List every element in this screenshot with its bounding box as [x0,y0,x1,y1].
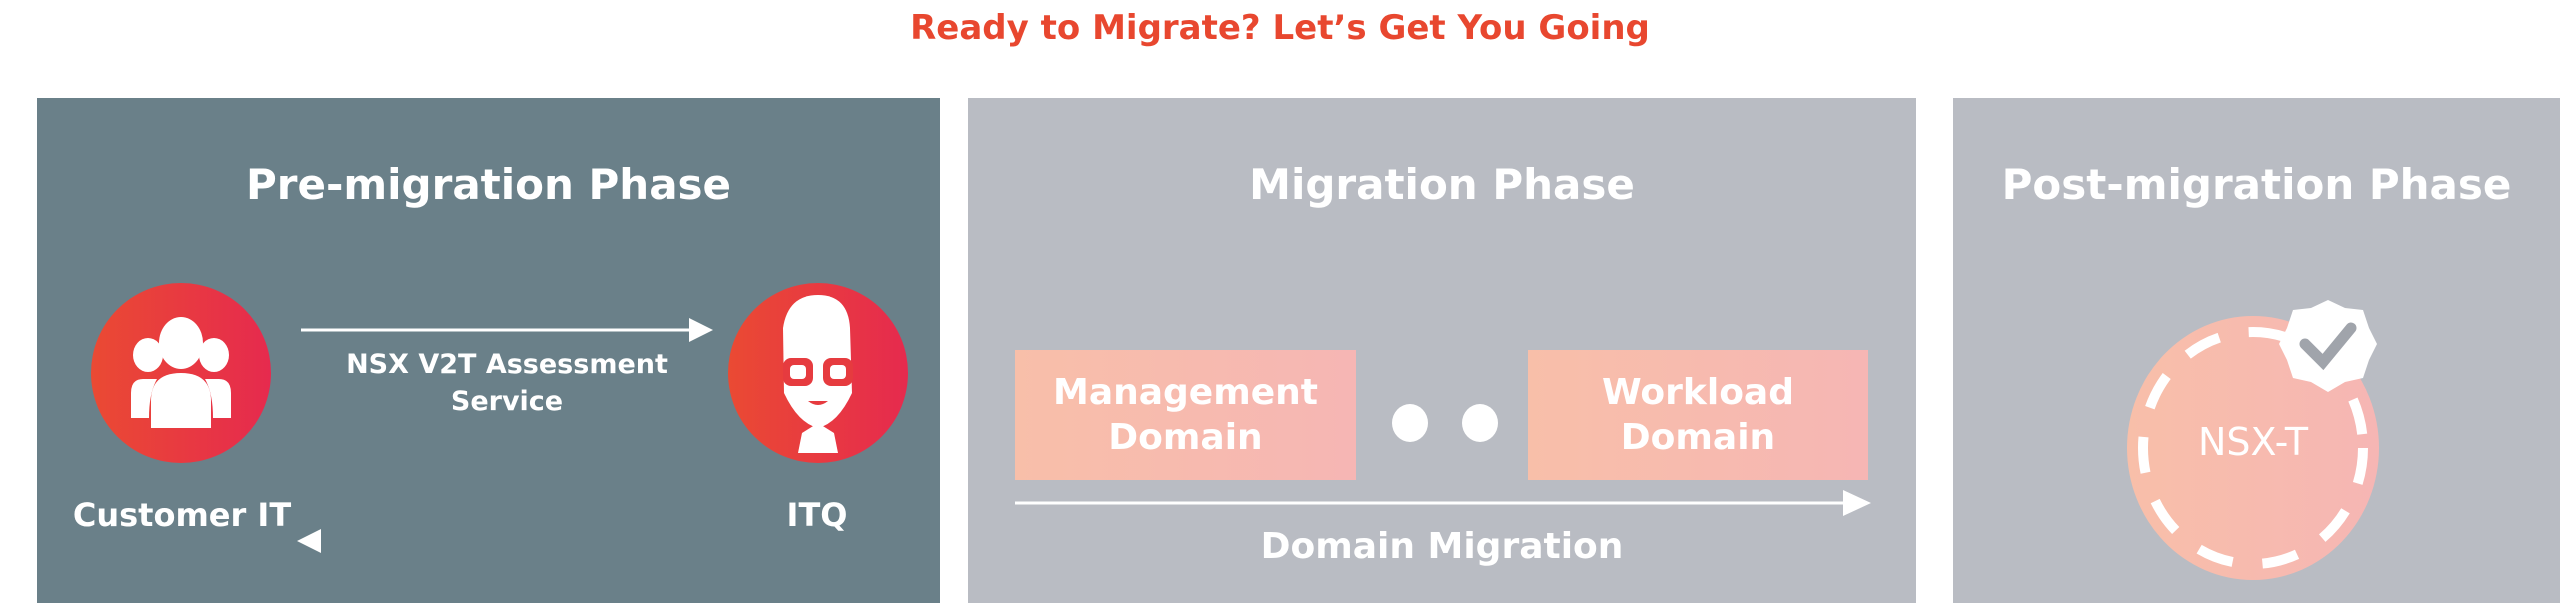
arrow-left-head-icon [297,529,321,553]
ellipsis-dot [1462,404,1498,442]
itq-avatar [728,283,908,463]
service-label: NSX V2T Assessment Service [297,346,717,420]
nsx-t-badge [2127,300,2379,580]
domain-migration-label: Domain Migration [1260,526,1624,567]
ellipsis-dot [1392,404,1428,442]
workload-domain-line1: Workload [1602,372,1794,413]
post-migration-title: Post-migration Phase [2001,160,2512,209]
exchange-arrows [301,318,713,342]
pre-migration-title: Pre-migration Phase [245,160,732,209]
customer-it-avatar [91,283,271,463]
nsx-t-label: NSX-T [2197,420,2309,464]
verified-check-icon [2279,300,2377,392]
customer-it-label: Customer IT [72,496,292,534]
domain-migration-arrow [1015,490,1871,516]
migration-title: Migration Phase [1249,160,1635,209]
arrow-right-head-icon [689,318,713,342]
itq-mascot-icon [783,295,853,453]
group-icon [131,317,231,428]
service-label-line1: NSX V2T Assessment [346,349,668,380]
management-domain-line2: Domain [1108,417,1263,458]
arrow-right-head-icon [1843,490,1871,516]
workload-domain-line2: Domain [1620,417,1776,458]
pre-migration-panel: Pre-migration Phase NSX V2T Assessment [37,98,940,603]
management-domain-line1: Management [1053,372,1318,413]
service-label-line2: Service [450,386,564,417]
itq-label: ITQ [786,496,848,534]
post-migration-panel: Post-migration Phase NSX-T [1953,98,2560,603]
page-title: Ready to Migrate? Let’s Get You Going [910,8,1650,48]
